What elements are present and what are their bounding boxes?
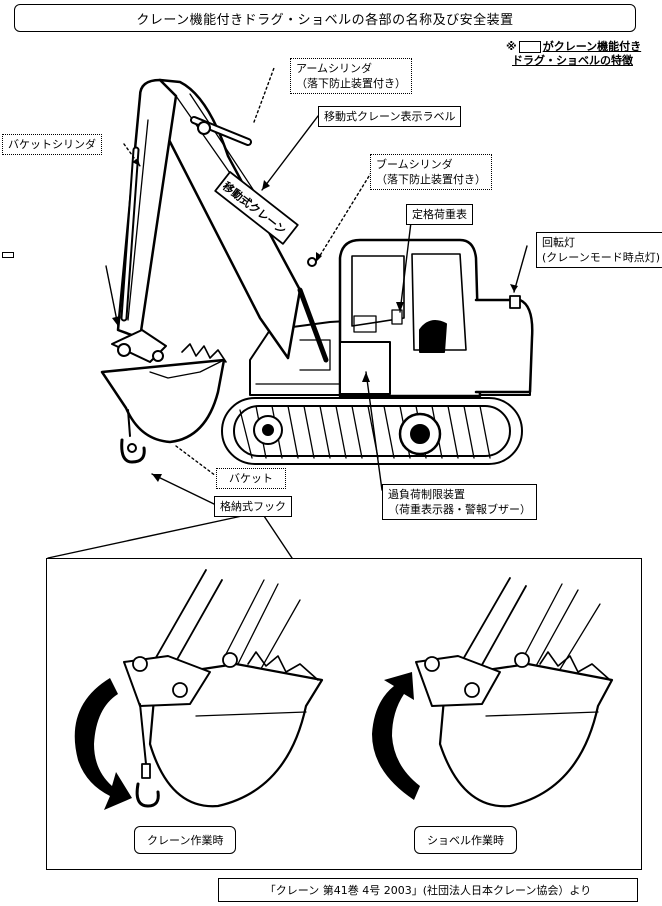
crane-mode-label: クレーン作業時 — [134, 826, 237, 854]
label-rotating-light-line2: (クレーンモード時点灯) — [542, 251, 661, 264]
label-mobile-crane-sign: 移動式クレーン表示ラベル — [318, 106, 462, 127]
label-arm-cylinder-line2: （落下防止装置付き） — [296, 77, 406, 90]
bucket-cylinder — [120, 146, 140, 322]
label-overload-limiter-line2: （荷重表示器・警報ブザー） — [388, 503, 531, 516]
label-rotating-light-line1: 回転灯 — [542, 236, 575, 249]
legend-solid-box-sample — [518, 41, 541, 53]
source-citation: 「クレーン 第41巻 4号 2003」(社団法人日本クレーン協会）より — [218, 878, 638, 902]
arm-cylinder — [190, 116, 252, 146]
boom-cylinder-pin — [307, 257, 317, 267]
detail-crane-mode-drawing — [123, 569, 324, 808]
hook-detail-panel — [46, 558, 642, 870]
label-overload-limiter: 過負荷制限装置 （荷重表示器・警報ブザー） — [382, 484, 537, 520]
boom — [146, 78, 302, 360]
label-overload-limiter-line1: 過負荷制限装置 — [388, 488, 465, 501]
label-rotating-light: 回転灯 (クレーンモード時点灯) — [536, 232, 662, 268]
boom-cylinder-line — [297, 287, 329, 363]
rotate-down-arrow-icon — [74, 678, 132, 810]
label-boom-cylinder-line2: （落下防止装置付き） — [376, 173, 486, 186]
crawler-track — [221, 397, 523, 465]
label-boom-cylinder: ブームシリンダ （落下防止装置付き） — [370, 154, 492, 190]
legend-prefix: ※ — [506, 40, 517, 53]
label-rated-load-chart: 定格荷重表 — [406, 204, 473, 225]
label-stowed-hook: 格納式フック — [214, 496, 292, 517]
stowed-hook-drawing — [120, 409, 146, 464]
engine-cover — [474, 295, 534, 394]
label-arm-cylinder-line1: アームシリンダ — [296, 62, 373, 75]
leader-arrowheads — [112, 158, 518, 482]
legend-line1: がクレーン機能付き — [542, 40, 642, 53]
rotate-up-arrow-icon — [372, 672, 420, 800]
label-boom-cylinder-line1: ブームシリンダ — [376, 158, 453, 171]
detail-shovel-mode-drawing — [415, 577, 614, 808]
label-arm-cylinder: アームシリンダ （落下防止装置付き） — [290, 58, 412, 94]
label-bucket-cylinder: バケットシリンダ — [2, 134, 102, 155]
diagram-title: クレーン機能付きドラグ・ショベルの各部の名称及び安全装置 — [14, 4, 636, 32]
label-max-load — [2, 252, 14, 258]
shovel-mode-label: ショベル作業時 — [414, 826, 517, 854]
legend-note: ※ がクレーン機能付き ドラグ・ショベルの特徴 — [506, 40, 662, 68]
bucket-assembly — [100, 329, 227, 444]
label-bucket: バケット — [216, 468, 286, 489]
legend-line2: ドラグ・ショベルの特徴 — [512, 54, 633, 67]
operator-cab — [338, 238, 482, 398]
